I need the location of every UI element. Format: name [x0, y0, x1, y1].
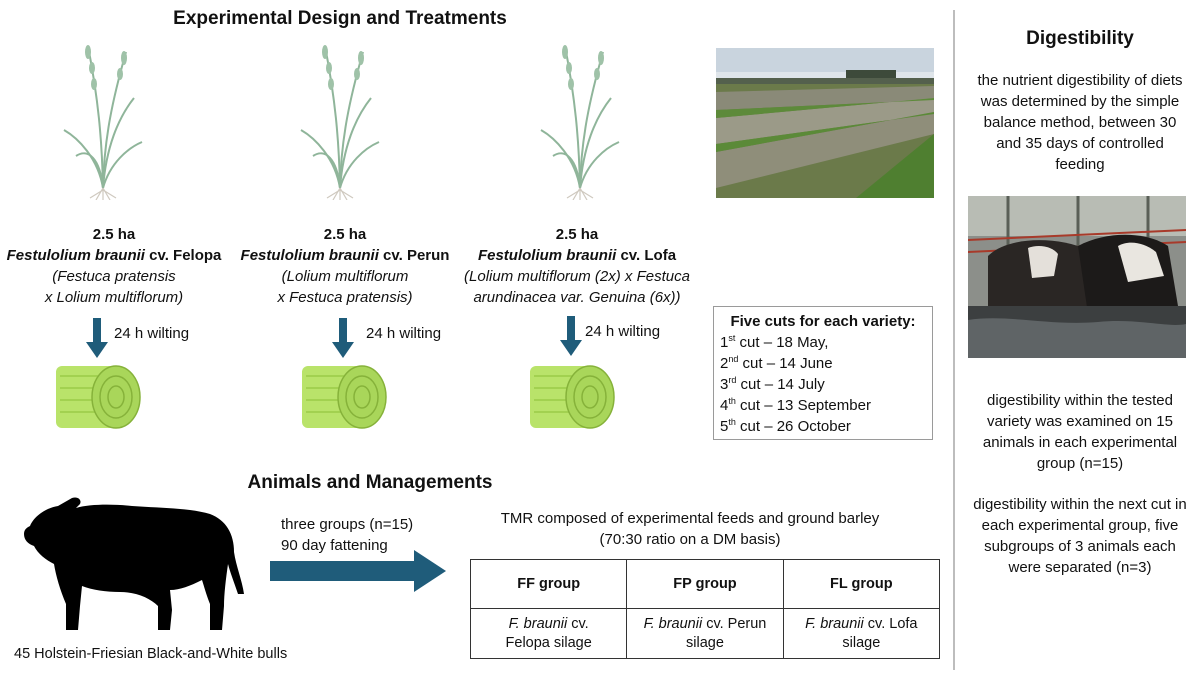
grass-plant-icon: [63, 45, 143, 200]
bulls-label: 45 Holstein-Friesian Black-and-White bul…: [14, 646, 288, 662]
table-header: FL group: [782, 559, 941, 609]
variety-felopa: 2.5 ha Festulolium braunii cv. Felopa (F…: [0, 224, 228, 308]
right-arrow-icon: [270, 550, 446, 592]
section-divider: [953, 10, 955, 670]
table-cell: F. braunii cv.Felopa silage: [469, 608, 628, 659]
hay-bale-icon: [302, 365, 387, 429]
cut-item: 2nd cut – 14 June: [720, 354, 833, 373]
variety-lofa: 2.5 ha Festulolium braunii cv. Lofa (Lol…: [452, 224, 702, 308]
down-arrow-icon: [560, 316, 582, 356]
cut-item: 1st cut – 18 May,: [720, 333, 829, 352]
variety-cross-line2: x Festuca pratensis): [277, 289, 413, 306]
hay-bale-icon: [56, 365, 141, 429]
table-header: FF group: [469, 559, 628, 609]
groups-text: three groups (n=15) 90 day fattening: [281, 514, 413, 556]
variety-name: Festulolium braunii cv. Perun: [240, 247, 450, 264]
hay-bale-icon: [530, 365, 615, 429]
tmr-line2: (70:30 ratio on a DM basis): [599, 531, 781, 548]
groups-line2: 90 day fattening: [281, 537, 388, 554]
variety-name: Festulolium braunii cv. Felopa: [6, 247, 222, 264]
variety-area: 2.5 ha: [555, 226, 599, 243]
groups-line1: three groups (n=15): [281, 516, 414, 533]
groups-table: FF group FP group FL group F. braunii cv…: [469, 559, 941, 659]
down-arrow-icon: [86, 318, 108, 358]
field-photo: [716, 48, 934, 198]
cuts-heading: Five cuts for each variety:: [730, 313, 916, 330]
grass-plant-icon: [300, 45, 380, 200]
wilting-label: 24 h wilting: [585, 323, 661, 340]
cut-item: 3rd cut – 14 July: [720, 375, 825, 394]
table-header: FP group: [626, 559, 784, 609]
down-arrow-icon: [332, 318, 354, 358]
grass-plant-icon: [540, 45, 620, 200]
animals-title: Animals and Managements: [247, 472, 493, 493]
digestibility-para3: digestibility within the next cut in eac…: [973, 496, 1187, 576]
variety-area: 2.5 ha: [323, 226, 367, 243]
variety-area: 2.5 ha: [92, 226, 136, 243]
variety-cross-line1: (Festuca pratensis: [52, 268, 176, 285]
digestibility-title: Digestibility: [1026, 28, 1134, 49]
variety-cross-line2: x Lolium multiflorum): [44, 289, 184, 306]
variety-cross-line1: (Lolium multiflorum (2x) x Festuca: [464, 268, 690, 285]
table-header-row: FF group FP group FL group: [469, 559, 941, 609]
wilting-label: 24 h wilting: [366, 325, 442, 342]
tmr-line1: TMR composed of experimental feeds and g…: [500, 510, 880, 527]
table-row: F. braunii cv.Felopa silage F. braunii c…: [469, 608, 941, 659]
bull-silhouette-icon: [24, 497, 244, 630]
design-title: Experimental Design and Treatments: [173, 8, 507, 29]
cut-item: 4th cut – 13 September: [720, 396, 871, 415]
cut-item: 5th cut – 26 October: [720, 417, 851, 436]
variety-perun: 2.5 ha Festulolium braunii cv. Perun (Lo…: [230, 224, 460, 308]
variety-cross-line2: arundinacea var. Genuina (6x)): [473, 289, 681, 306]
barn-photo: [968, 196, 1186, 358]
variety-cross-line1: (Lolium multiflorum: [281, 268, 409, 285]
digestibility-para2: digestibility within the tested variety …: [982, 392, 1178, 472]
variety-name: Festulolium braunii cv. Lofa: [477, 247, 677, 264]
digestibility-para1: the nutrient digestibility of diets was …: [977, 72, 1183, 173]
tmr-text: TMR composed of experimental feeds and g…: [470, 508, 910, 550]
wilting-label: 24 h wilting: [114, 325, 190, 342]
cuts-box: Five cuts for each variety: 1st cut – 18…: [713, 306, 933, 440]
